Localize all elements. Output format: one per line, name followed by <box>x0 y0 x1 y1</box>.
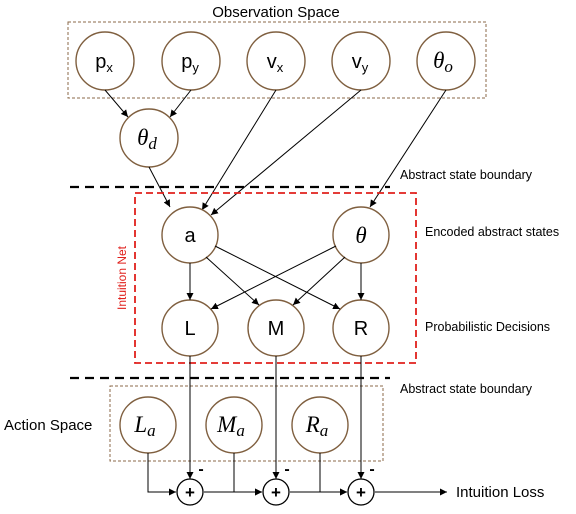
edge-theta-d-a <box>148 166 171 208</box>
node-La: La <box>119 396 177 454</box>
node-theta: θ <box>332 206 390 264</box>
intuition-loss-label: Intuition Loss <box>456 484 544 501</box>
node-px: px <box>75 31 135 91</box>
svg-text:a: a <box>184 225 196 247</box>
sum-node-2: + - <box>262 461 290 506</box>
node-R: R <box>332 299 390 357</box>
svg-text:θd: θd <box>137 125 157 153</box>
edge-Ma-sum2 <box>233 453 262 496</box>
edge-theta-M <box>292 256 346 306</box>
node-Ma: Ma <box>205 396 263 454</box>
edge-py-theta-d <box>169 89 192 118</box>
svg-text:px: px <box>95 51 113 75</box>
intuition-net-label: Intuition Net <box>115 245 129 310</box>
svg-text:+: + <box>185 483 195 502</box>
encoded-states-label: Encoded abstract states <box>425 225 559 239</box>
edge-La-sum1 <box>147 453 176 496</box>
edge-vx-a <box>201 89 277 211</box>
observation-space-box <box>67 21 487 99</box>
sum-node-3: + - <box>347 461 375 506</box>
svg-text:+: + <box>356 483 366 502</box>
svg-text:Ra: Ra <box>305 412 329 440</box>
svg-text:R: R <box>354 318 368 340</box>
svg-text:vy: vy <box>352 51 369 75</box>
svg-text:py: py <box>181 51 199 75</box>
svg-text:L: L <box>184 318 195 340</box>
edge-a-R <box>214 245 341 310</box>
svg-text:vx: vx <box>267 51 284 75</box>
svg-text:La: La <box>133 412 155 440</box>
action-space-box <box>109 385 384 462</box>
edge-vy-a <box>210 89 362 216</box>
node-a: a <box>161 206 219 264</box>
svg-text:θ: θ <box>355 223 366 248</box>
abstract-boundary-top-label: Abstract state boundary <box>400 168 533 182</box>
action-space-label: Action Space <box>4 417 92 434</box>
svg-text:+: + <box>271 483 281 502</box>
node-vx: vx <box>246 31 306 91</box>
node-vy: vy <box>331 31 391 91</box>
intuition-net-box <box>134 192 417 364</box>
minus-sign-2: - <box>284 461 289 478</box>
node-theta-o: θo <box>416 31 476 91</box>
node-L: L <box>161 299 219 357</box>
abstract-boundary-bottom-label: Abstract state boundary <box>400 382 533 396</box>
edge-theta-L <box>210 245 337 310</box>
node-M: M <box>247 299 305 357</box>
edge-Ra-sum3 <box>319 453 347 496</box>
edge-theta-o-theta <box>369 89 447 208</box>
node-theta-d: θd <box>119 108 179 168</box>
edge-px-theta-d <box>104 89 129 118</box>
svg-text:θo: θo <box>433 48 453 76</box>
observation-space-label: Observation Space <box>212 4 340 21</box>
probabilistic-decisions-label: Probabilistic Decisions <box>425 320 550 334</box>
svg-text:M: M <box>268 318 285 340</box>
edge-a-M <box>205 256 260 306</box>
sum-node-1: + - <box>176 461 204 506</box>
minus-sign-3: - <box>369 461 374 478</box>
node-py: py <box>161 31 221 91</box>
node-Ra: Ra <box>291 396 349 454</box>
minus-sign-1: - <box>198 461 203 478</box>
svg-text:Ma: Ma <box>216 412 245 440</box>
